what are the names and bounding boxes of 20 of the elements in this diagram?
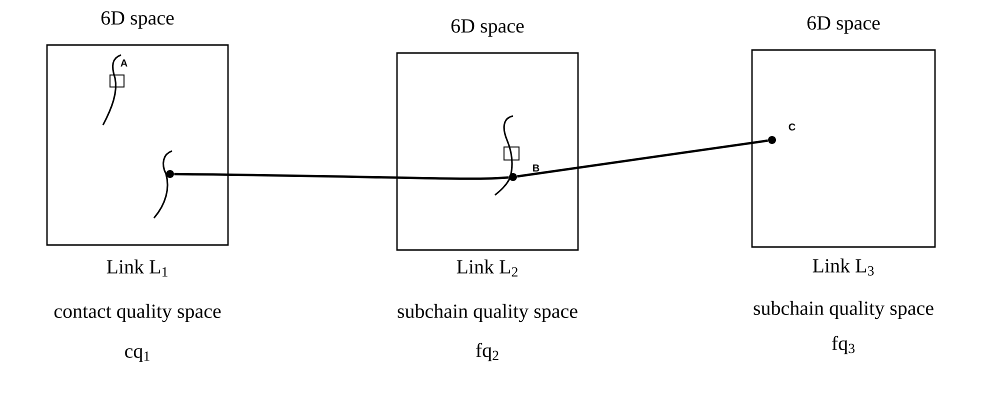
connecting-line <box>517 139 768 178</box>
node-label: 6D space <box>807 16 880 34</box>
box-caption: fq$_{2}$ <box>476 342 498 362</box>
node-label: 6D space <box>101 11 174 29</box>
node-label: 6D space <box>451 19 524 37</box>
box-caption: contact quality space <box>54 304 221 322</box>
point-label: B <box>533 164 540 172</box>
box-caption: fq$_{3}$ <box>832 336 855 354</box>
box-caption: Link L$_{3}$ <box>812 258 874 276</box>
point-dot <box>509 173 517 181</box>
point-dot <box>768 136 776 144</box>
box-caption: Link L$_{2}$ <box>456 260 518 276</box>
point-dot <box>166 170 174 178</box>
box-caption: cq$_{1}$ <box>125 348 150 362</box>
point-label: C <box>788 123 796 131</box>
box-caption: subchain quality space <box>754 300 934 320</box>
box-caption: subchain quality space <box>398 304 578 322</box>
box-caption: Link L$_{1}$ <box>106 260 168 276</box>
point-label: A <box>120 60 128 66</box>
connecting-line <box>174 172 509 180</box>
